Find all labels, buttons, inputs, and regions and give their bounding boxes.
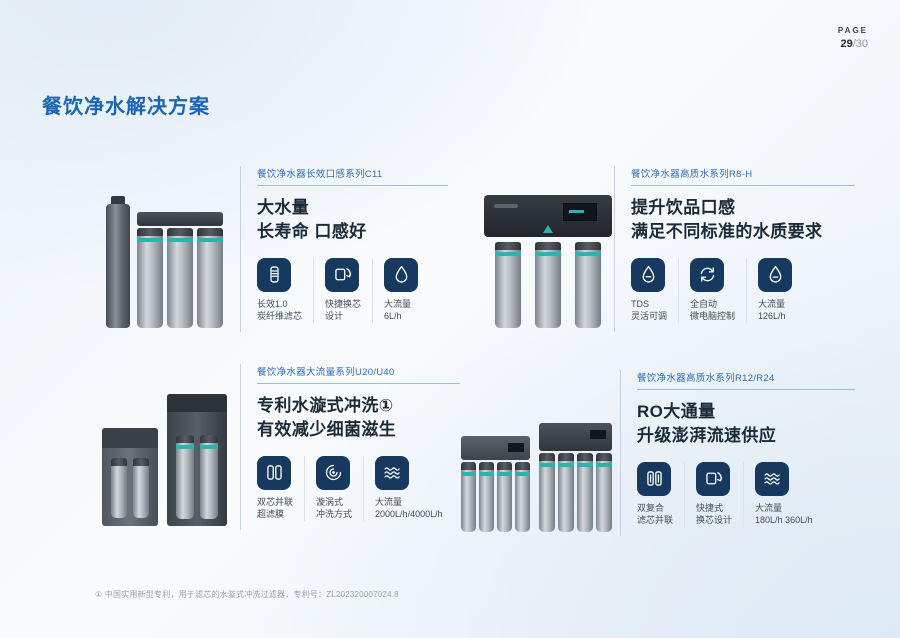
product-card-u20-u40: 餐饮净水器大流量系列U20/U40 专利水漩式冲洗① 有效减少细菌滋生 双芯并联… — [88, 364, 460, 530]
product-image-r8h — [482, 166, 614, 332]
filter-cartridge — [199, 435, 218, 519]
feature-item: 双复合 滤芯并联 — [637, 461, 686, 527]
filter-cartridge — [514, 462, 530, 532]
filter-cartridge — [166, 228, 193, 328]
manifold — [538, 423, 612, 451]
filter-cartridge — [460, 462, 476, 532]
tds-drop-icon — [631, 257, 665, 292]
dual-cartridge-icon — [257, 455, 291, 490]
filter-cartridge — [557, 453, 574, 532]
product-headline: 提升饮品口感 满足不同标准的水质要求 — [631, 198, 823, 241]
feature-item: 快捷式 换芯设计 — [696, 461, 745, 527]
filter-cartridge — [136, 228, 163, 328]
page-number-total: /30 — [852, 38, 868, 50]
quick-change-icon — [696, 461, 731, 496]
feature-list: TDS 灵活可调 全自动 微电脑控制 — [631, 257, 855, 323]
feature-item: 双芯并联 超滤膜 — [257, 455, 306, 521]
product-headline: RO大通量 升级澎湃流速供应 — [637, 402, 777, 445]
feature-item: TDS 灵活可调 — [631, 257, 680, 323]
feature-item: 长效1.0 炭纤维滤芯 — [257, 257, 315, 323]
product-headline: 大水量 长寿命 口感好 — [257, 198, 367, 241]
series-label: 餐饮净水器大流量系列U20/U40 — [257, 364, 460, 384]
dual-composite-icon — [637, 461, 671, 496]
page-number-current: 29 — [840, 38, 853, 50]
feature-item: 全自动 微电脑控制 — [690, 257, 748, 323]
display-screen — [563, 203, 597, 221]
feature-item: 大流量 6L/h — [384, 257, 419, 323]
feature-item: 快捷换芯 设计 — [325, 257, 374, 323]
quick-change-icon — [325, 257, 360, 292]
filter-unit-large — [166, 394, 227, 526]
filter-cartridge — [175, 435, 194, 519]
product-image-c11 — [88, 166, 240, 332]
filter-housing — [105, 196, 130, 328]
filter-cartridge — [110, 458, 127, 518]
filter-unit-small — [101, 428, 158, 526]
brand-mark — [494, 204, 518, 208]
filter-cartridge — [595, 453, 612, 532]
product-image-u20-u40 — [88, 364, 240, 530]
feature-item: 漩涡式 冲洗方式 — [316, 455, 365, 521]
filter-cartridge — [196, 228, 223, 328]
filter-cartridge — [478, 462, 494, 532]
product-card-r8h: 餐饮净水器高质水系列R8-H 提升饮品口感 满足不同标准的水质要求 TDS 灵活… — [482, 166, 855, 332]
vortex-icon — [316, 455, 351, 490]
feature-list: 长效1.0 炭纤维滤芯 快捷换芯 设计 — [257, 257, 448, 323]
filter-bank-large — [538, 423, 612, 532]
feature-list: 双芯并联 超滤膜 漩涡式 冲洗方式 — [257, 455, 460, 521]
manifold — [136, 212, 223, 226]
page-label: PAGE — [837, 26, 868, 35]
series-label: 餐饮净水器高质水系列R8-H — [631, 166, 855, 186]
filter-cartridge — [538, 453, 555, 532]
patent-footnote: ① 中国实用新型专利，用于滤芯的水漩式冲洗过滤器，专利号：ZL202320007… — [95, 590, 399, 599]
filter-cartridge — [496, 462, 512, 532]
series-label: 餐饮净水器长效口感系列C11 — [257, 166, 448, 186]
water-drop-icon — [758, 257, 793, 292]
feature-item: 大流量 180L/h 360L/h — [755, 461, 813, 527]
feature-item: 大流量 126L/h — [758, 257, 793, 323]
waves-icon — [375, 455, 410, 490]
manifold — [460, 436, 530, 460]
product-headline: 专利水漩式冲洗① 有效减少细菌滋生 — [257, 396, 397, 439]
filter-bank-small — [460, 436, 530, 532]
product-card-r12-r24: 餐饮净水器高质水系列R12/R24 RO大通量 升级澎湃流速供应 双复合 滤芯并… — [452, 370, 855, 536]
product-image-r12-r24 — [452, 370, 620, 536]
page-number: 29/30 — [838, 38, 868, 50]
filter-cartridge — [132, 458, 149, 518]
filter-cartridge — [576, 453, 593, 532]
page-indicator: PAGE 29/30 — [838, 26, 868, 50]
waves-icon — [755, 461, 790, 496]
filter-cartridge-icon — [257, 257, 291, 292]
filter-cartridge — [495, 242, 521, 328]
control-panel — [484, 195, 612, 237]
page-title: 餐饮净水解决方案 — [42, 96, 210, 118]
feature-list: 双复合 滤芯并联 快捷式 换芯设计 — [637, 461, 855, 527]
filter-cartridge — [535, 242, 561, 328]
filter-cartridge — [575, 242, 601, 328]
series-label: 餐饮净水器高质水系列R12/R24 — [637, 370, 855, 390]
logo-triangle — [543, 225, 553, 233]
feature-item: 大流量 2000L/h/4000L/h — [375, 455, 443, 521]
product-card-c11: 餐饮净水器长效口感系列C11 大水量 长寿命 口感好 长效1.0 炭纤维滤芯 — [88, 166, 448, 332]
auto-control-icon — [690, 257, 725, 292]
water-drop-icon — [384, 257, 419, 292]
